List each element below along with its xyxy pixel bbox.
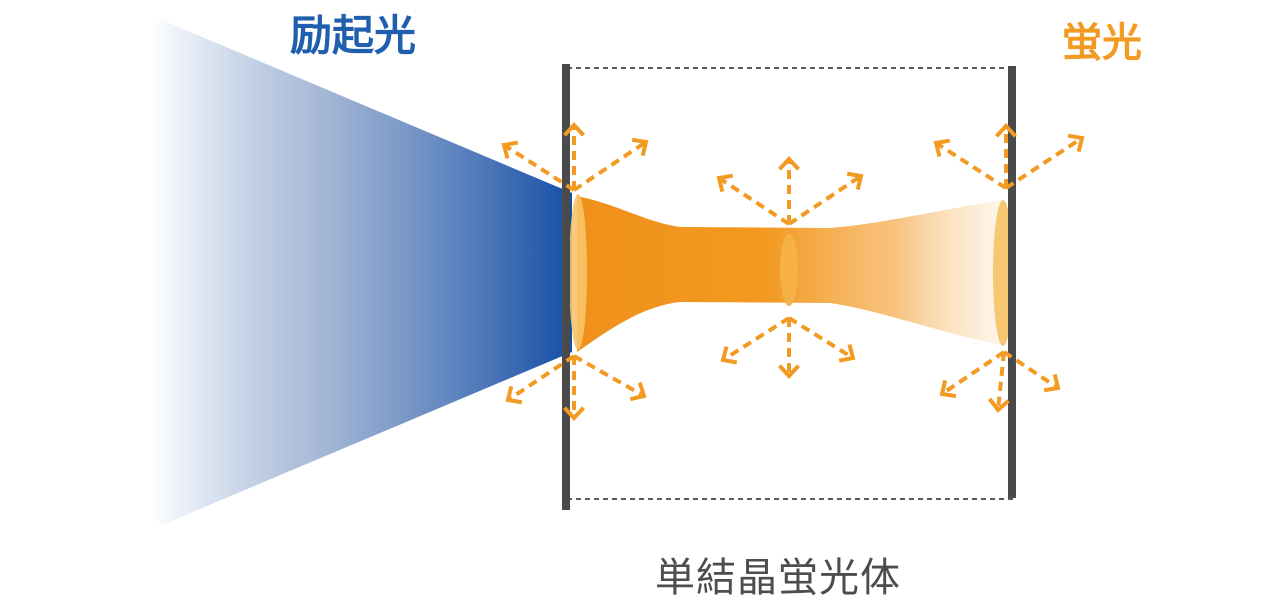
emission-arrow-middle-top-1 bbox=[716, 173, 791, 226]
excitation-light-label: 励起光 bbox=[290, 11, 417, 60]
crystal-left-wall bbox=[562, 64, 570, 510]
crystal-right-wall bbox=[1008, 66, 1016, 498]
emission-arrow-exit-top-3 bbox=[1004, 133, 1085, 190]
single-crystal-phosphor-caption: 単結晶蛍光体 bbox=[655, 555, 901, 601]
emission-spot-entrance bbox=[569, 194, 587, 350]
emission-arrow-exit-top-1 bbox=[933, 138, 1008, 190]
emission-arrow-middle-bottom-3 bbox=[787, 316, 856, 363]
emission-arrow-middle-bottom-1 bbox=[720, 316, 791, 365]
emission-arrow-entrance-top-3 bbox=[572, 137, 649, 192]
emission-arrow-exit-top-2 bbox=[995, 123, 1017, 188]
fluorescence-label: 蛍光 bbox=[1062, 20, 1142, 66]
excitation-beam bbox=[150, 15, 572, 530]
emission-arrow-middle-top-3 bbox=[787, 171, 864, 226]
emission-arrow-exit-bottom-3 bbox=[1002, 350, 1061, 393]
emission-arrows bbox=[501, 122, 1085, 421]
emission-arrow-entrance-bottom-1 bbox=[505, 354, 576, 405]
emission-arrow-entrance-bottom-2 bbox=[563, 356, 585, 421]
emission-arrow-entrance-bottom-3 bbox=[573, 354, 647, 402]
emission-arrow-entrance-top-2 bbox=[563, 122, 585, 190]
emission-arrow-middle-top-2 bbox=[778, 156, 800, 224]
emission-arrow-exit-bottom-2 bbox=[987, 351, 1010, 413]
emission-arrow-middle-bottom-2 bbox=[778, 318, 800, 379]
emission-spot-middle bbox=[780, 234, 798, 306]
emission-arrow-entrance-top-1 bbox=[501, 140, 576, 192]
emission-arrow-exit-bottom-1 bbox=[939, 350, 1006, 399]
